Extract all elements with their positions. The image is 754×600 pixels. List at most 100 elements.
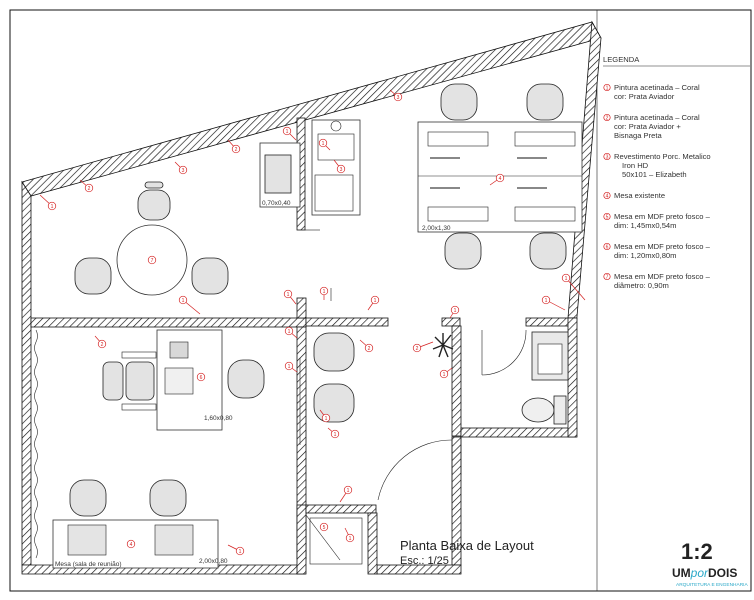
wall-storage-right	[367, 512, 378, 575]
legend-title: LEGENDA	[603, 55, 640, 64]
annotation-tag-number: 1	[288, 329, 291, 335]
legend-marker	[603, 212, 611, 221]
chair-desk-3	[444, 232, 482, 270]
legend-item-text: Pintura acetinada – Coral	[614, 113, 700, 122]
curtain-west	[34, 329, 38, 559]
legend-marker-number: 3	[606, 154, 609, 160]
wall-wc-north-left	[441, 317, 461, 327]
annotation-tag-number: 2	[235, 147, 238, 153]
legend-marker	[603, 113, 611, 122]
annotation-tag-number: 1	[347, 488, 350, 494]
annotation-tag-number: 2	[88, 186, 91, 192]
desk4-dim: 2,00x0,80	[199, 558, 228, 565]
annotation-tag	[330, 429, 340, 439]
brand-logo: UMporDOIS	[672, 566, 737, 580]
chair-round-top	[137, 181, 171, 221]
storage-door-swing	[305, 514, 341, 561]
chair-round-left	[74, 257, 112, 295]
entry-door-swing	[377, 439, 453, 501]
brand-dois: DOIS	[708, 566, 737, 580]
annotation-leader	[565, 277, 586, 301]
brand-scale: 1:2	[681, 539, 713, 564]
legend-item-text: Mesa em MDF preto fosco –	[614, 242, 711, 251]
wall-west	[21, 180, 32, 566]
annotation-tag-number: 3	[340, 167, 343, 173]
annotation-tag	[450, 305, 460, 315]
wall-wc-west	[451, 325, 462, 437]
annotation-tag	[231, 144, 241, 154]
legend-marker	[603, 83, 611, 92]
desk6-dim: 1,60x0,80	[204, 415, 233, 422]
annotation-tag	[84, 183, 94, 193]
annotation-tag	[343, 485, 353, 495]
annotation-tag-number: 6	[200, 375, 203, 381]
annotation-tag	[318, 138, 328, 148]
annotation-tag-number: 1	[334, 432, 337, 438]
brand-tagline: ARQUITETURA E ENGENHARIA	[676, 582, 748, 588]
chair-corridor-2	[313, 383, 355, 423]
legend-item-text: Mesa existente	[614, 191, 665, 200]
chair-desk-4	[529, 232, 567, 270]
legend-item-text: 50x101 – Elizabeth	[622, 170, 687, 179]
chair-meeting-1	[69, 479, 107, 517]
annotation-tag-number: 1	[349, 536, 352, 542]
legend-marker-number: 6	[606, 244, 609, 250]
annotation-tag	[178, 165, 188, 175]
legend-item-text: Pintura acetinada – Coral	[614, 83, 700, 92]
wall-meeting-north	[30, 317, 307, 328]
wall-corridor-north	[305, 317, 389, 327]
annotation-tag-number: 2	[101, 342, 104, 348]
desk-group-dim: 2,00x1,30	[422, 225, 451, 232]
annotation-tag	[370, 295, 380, 305]
annotation-tag	[541, 295, 551, 305]
legend-marker-number: 2	[606, 115, 609, 121]
legend-marker-number: 1	[606, 85, 609, 91]
annotation-tag-number: 1	[239, 549, 242, 555]
annotation-tag	[282, 126, 292, 136]
annotation-tag	[412, 343, 422, 353]
legend-item: 6 Mesa em MDF preto fosco –dim: 1,20mx0,8…	[603, 242, 711, 260]
annotation-tag	[284, 326, 294, 336]
legend-marker	[603, 272, 611, 281]
annotation-tag-number: 1	[323, 289, 326, 295]
annotation-tag-number: 4	[499, 176, 502, 182]
plan-title: Planta Baixa de Layout	[400, 538, 534, 553]
annotation-tag-number: 2	[368, 346, 371, 352]
toilet	[521, 395, 567, 425]
annotation-tag-number: 2	[416, 346, 419, 352]
wall-wc-south	[460, 427, 577, 438]
brand-por: por	[690, 566, 709, 580]
sheet-border	[9, 9, 752, 592]
annotation-tag	[561, 273, 571, 283]
legend-item-text: dim: 1,45mx0,54m	[614, 221, 676, 230]
annotation-tag-number: 1	[288, 364, 291, 370]
legend-item-text: Bisnaga Preta	[614, 131, 662, 140]
wall-storage-left	[296, 504, 307, 575]
legend-item-text: dim: 1,20mx0,80m	[614, 251, 676, 260]
annotation-tag	[319, 286, 329, 296]
annotation-tag-number: 1	[287, 292, 290, 298]
annotation-tag-number: 3	[182, 168, 185, 174]
legend-item-text: diâmetro: 0,90m	[614, 281, 669, 290]
legend-marker	[603, 242, 611, 251]
kitchen-counter	[311, 119, 361, 216]
annotation-tag	[47, 201, 57, 211]
annotation-tag-number: 1	[443, 372, 446, 378]
annotation-tag	[439, 369, 449, 379]
cabinet-dim: 0,70x0,40	[262, 200, 291, 207]
legend-marker	[603, 191, 611, 200]
chair-desk6	[227, 359, 265, 399]
legend-item-text: Iron HD	[622, 161, 649, 170]
walls	[21, 20, 602, 575]
plant	[432, 333, 454, 358]
annotation-tag	[495, 173, 505, 183]
sofa	[102, 351, 157, 411]
legend-marker-number: 4	[606, 193, 609, 199]
annotation-tag-number: 1	[454, 308, 457, 314]
annotation-tag	[284, 361, 294, 371]
